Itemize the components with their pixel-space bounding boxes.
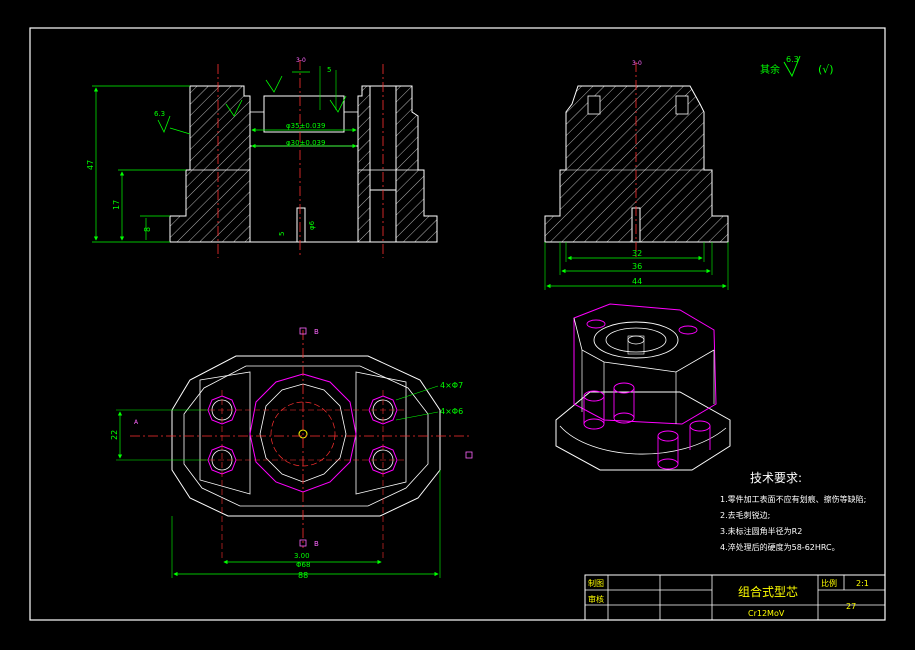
tech-item-2: 2.去毛刺锐边; (720, 510, 770, 520)
dim-height-total: 47 (86, 160, 95, 170)
tech-requirements: 技术要求: 1.零件加工表面不应有划痕、擦伤等缺陷; 2.去毛刺锐边; 3.未标… (720, 471, 866, 552)
part-name: 组合式型芯 (738, 584, 798, 599)
front-center-mark: 3-0 (296, 57, 306, 64)
isometric-view (555, 303, 731, 471)
drawing-border (29, 27, 886, 621)
sheet-number: 27 (846, 602, 856, 611)
side-dim-inner: 32 (632, 249, 642, 258)
side-dim-mid: 36 (632, 262, 642, 271)
tech-item-3: 3.未标注圆角半径为R2 (720, 526, 802, 536)
scale-value: 2:1 (856, 579, 869, 588)
side-view: 3-0 32 36 44 (544, 60, 729, 290)
dim-bore: φ30±0.039 (286, 139, 325, 147)
title-block: 制图 审核 组合式型芯 Cr12MoV 比例 2:1 27 (584, 574, 886, 621)
top-dim-bottom-inner: Φ68 (296, 561, 310, 569)
hole-note-2: 4×Φ6 (440, 407, 463, 416)
dim-step: 5 (278, 232, 286, 236)
roughness-check-mark: (√) (818, 63, 834, 76)
section-mark-bottom: B (314, 540, 319, 548)
top-holes (207, 395, 398, 475)
top-dim-left: 22 (110, 430, 119, 440)
svg-text:A: A (134, 419, 139, 426)
top-dim-bottom-outer: 88 (298, 571, 308, 580)
roughness-note: 其余 6.3 (√) (760, 55, 834, 78)
checked-label: 审核 (588, 594, 604, 604)
side-dim-outer: 44 (632, 277, 642, 286)
top-dim-bottom-label: 3.00 (294, 552, 310, 560)
tech-item-1: 1.零件加工表面不应有划痕、擦伤等缺陷; (720, 494, 866, 504)
front-pin (296, 207, 306, 243)
section-mark-top: B (314, 328, 319, 336)
tech-item-4: 4.淬处理后的硬度为58-62HRC。 (720, 542, 840, 552)
tech-title: 技术要求: (750, 471, 802, 485)
front-view: 47 17 8 φ35±0.039 φ30±0.039 3-0 5 5 φ6 6… (86, 57, 438, 258)
dim-height-low: 8 (143, 227, 152, 232)
dim-slot: φ35±0.039 (286, 122, 325, 130)
scale-label: 比例 (821, 578, 837, 588)
side-center-mark: 3-0 (632, 60, 642, 67)
dim-pin: φ6 (308, 220, 316, 230)
roughness-other-value: 6.3 (786, 55, 799, 64)
side-roughness-value: 6.3 (154, 110, 165, 118)
drawn-label: 制图 (588, 578, 604, 588)
top-view: B B 4×Φ7 4×Φ6 22 A 3.00 Φ68 88 (110, 327, 473, 580)
dim-height-mid: 17 (112, 200, 121, 210)
dim-small-1: 5 (327, 66, 331, 74)
roughness-other-label: 其余 (760, 63, 780, 76)
hole-note-1: 4×Φ7 (440, 381, 463, 390)
material: Cr12MoV (748, 609, 785, 618)
